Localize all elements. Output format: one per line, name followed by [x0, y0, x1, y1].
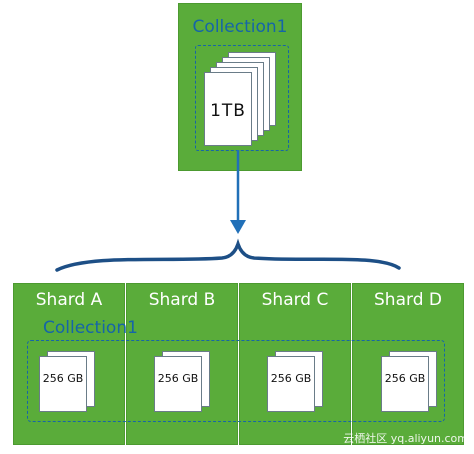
- down-arrow-head: [230, 220, 246, 234]
- shard-b-size: 256 GB: [157, 372, 199, 385]
- shard-a-title: Shard A: [35, 290, 103, 310]
- shard-a-size: 256 GB: [42, 372, 84, 385]
- shard-b-title: Shard B: [148, 290, 216, 310]
- sharded-collection-title: Collection1: [43, 318, 138, 338]
- document-stack-icon: 1TB: [204, 52, 284, 146]
- shard-a-document-icon: 256 GB: [39, 351, 99, 412]
- watermark: 云栖社区 yq.aliyun.com: [343, 432, 468, 445]
- shard-d-box: Shard D 256 GB: [352, 283, 464, 445]
- source-collection-title: Collection1: [192, 17, 288, 37]
- curly-brace: [55, 238, 401, 272]
- shard-c-size: 256 GB: [270, 372, 312, 385]
- shard-d-document-icon: 256 GB: [381, 351, 441, 412]
- shard-c-title: Shard C: [261, 290, 329, 310]
- source-collection-box: Collection1 1TB: [178, 3, 302, 171]
- shard-d-size: 256 GB: [384, 372, 426, 385]
- shard-c-box: Shard C 256 GB: [239, 283, 351, 445]
- source-size-label: 1TB: [210, 101, 246, 121]
- shard-d-title: Shard D: [374, 290, 442, 310]
- sharded-collection-dashed-region: [27, 340, 445, 422]
- shard-a-box: Shard A 256 GB: [13, 283, 125, 445]
- shard-c-document-icon: 256 GB: [267, 351, 327, 412]
- shard-b-document-icon: 256 GB: [154, 351, 214, 412]
- source-collection-dashed-region: 1TB: [195, 45, 289, 151]
- shard-b-box: Shard B 256 GB: [126, 283, 238, 445]
